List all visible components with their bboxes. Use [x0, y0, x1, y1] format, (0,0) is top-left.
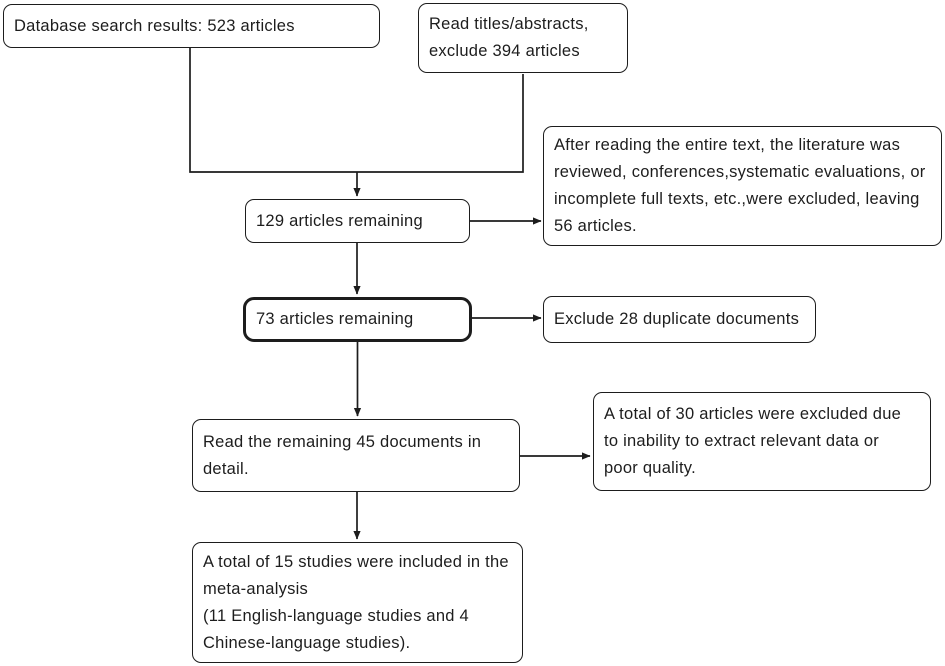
- node-database-search: Database search results: 523 articles: [3, 4, 380, 48]
- node-fulltext-review-excluded-text: After reading the entire text, the liter…: [554, 136, 931, 235]
- node-database-search-text: Database search results: 523 articles: [14, 16, 295, 35]
- node-fulltext-review-excluded: After reading the entire text, the liter…: [543, 126, 942, 246]
- node-included-15: A total of 15 studies were included in t…: [192, 542, 523, 663]
- node-excluded-30: A total of 30 articles were excluded due…: [593, 392, 931, 491]
- node-articles-remaining-129-text: 129 articles remaining: [256, 211, 423, 230]
- node-read-titles-abstracts-text: Read titles/abstracts, exclude 394 artic…: [429, 15, 589, 60]
- node-exclude-duplicates: Exclude 28 duplicate documents: [543, 296, 816, 343]
- node-included-15-text: A total of 15 studies were included in t…: [203, 552, 509, 652]
- node-read-45-detail-text: Read the remaining 45 documents in detai…: [203, 432, 487, 478]
- node-read-45-detail: Read the remaining 45 documents in detai…: [192, 419, 520, 492]
- node-excluded-30-text: A total of 30 articles were excluded due…: [604, 405, 906, 477]
- node-articles-remaining-73: 73 articles remaining: [243, 297, 472, 342]
- node-articles-remaining-129: 129 articles remaining: [245, 199, 470, 243]
- node-exclude-duplicates-text: Exclude 28 duplicate documents: [554, 310, 800, 328]
- node-read-titles-abstracts: Read titles/abstracts, exclude 394 artic…: [418, 3, 628, 73]
- node-articles-remaining-73-text: 73 articles remaining: [256, 310, 414, 328]
